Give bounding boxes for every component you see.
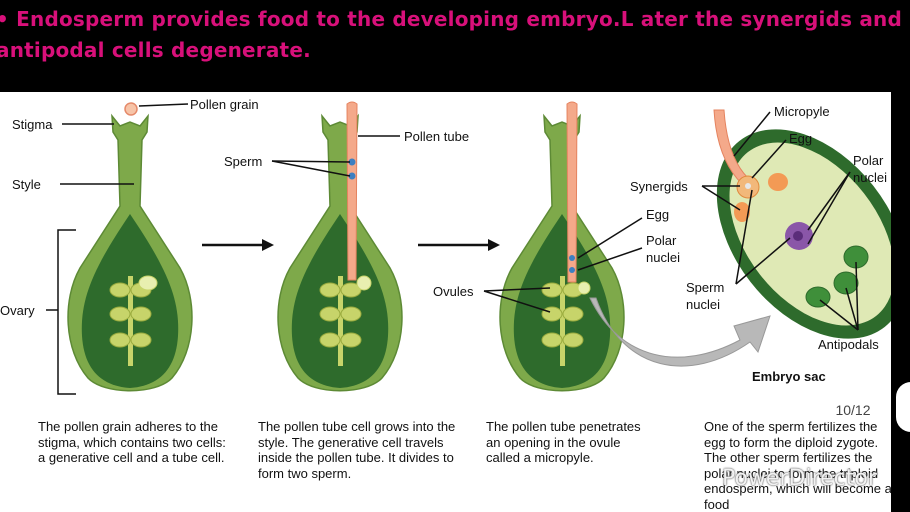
label-polar-right-2: nuclei — [853, 170, 887, 185]
label-egg-mid: Egg — [646, 207, 670, 222]
label-pollen-grain: Pollen grain — [190, 97, 259, 112]
arrow-2 — [418, 239, 500, 251]
label-pollen-tube: Pollen tube — [404, 129, 470, 144]
slide-heading: • Endosperm provides food to the develop… — [0, 0, 910, 90]
page-indicator: 10/12 — [824, 398, 882, 422]
label-polar-mid-1: Polar — [646, 233, 677, 248]
label-style: Style — [12, 177, 41, 192]
right-edge-bar — [891, 92, 910, 512]
label-sperm-nuclei-2: nuclei — [686, 297, 720, 312]
watermark: PowerDirector — [722, 466, 877, 491]
arrow-1 — [202, 239, 274, 251]
pollen-grain — [124, 102, 138, 116]
pollen-tube — [346, 101, 358, 281]
caption-step-4: One of the sperm fertilizes the egg to f… — [704, 419, 892, 512]
label-polar-mid-2: nuclei — [646, 250, 680, 265]
label-synergids: Synergids — [630, 179, 688, 194]
label-antipodals: Antipodals — [818, 337, 879, 352]
pistil-2 — [277, 101, 403, 392]
heading-line-1: • Endosperm provides food to the develop… — [0, 7, 902, 31]
label-stigma: Stigma — [12, 117, 53, 132]
caption-step-3: The pollen tube penetrates an opening in… — [486, 419, 641, 465]
label-polar-right-1: Polar — [853, 153, 884, 168]
pistil-1 — [67, 102, 193, 392]
label-micropyle: Micropyle — [774, 104, 830, 119]
heading-line-2: antipodal cells degenerate. — [0, 38, 311, 62]
label-egg-right: Egg — [789, 131, 813, 146]
embryo-sac — [713, 109, 908, 339]
next-slide-handle[interactable] — [896, 382, 910, 432]
leader-lines — [46, 103, 859, 395]
label-ovules: Ovules — [433, 284, 474, 299]
label-embryo-sac: Embryo sac — [752, 369, 826, 384]
pistil-3 — [499, 101, 625, 392]
caption-step-2: The pollen tube cell grows into the styl… — [258, 419, 456, 481]
label-ovary: Ovary — [0, 303, 35, 318]
caption-step-1: The pollen grain adheres to the stigma, … — [38, 419, 226, 465]
label-sperm-nuclei-1: Sperm — [686, 280, 725, 295]
zoom-arrow — [589, 297, 771, 367]
label-sperm: Sperm — [224, 154, 263, 169]
